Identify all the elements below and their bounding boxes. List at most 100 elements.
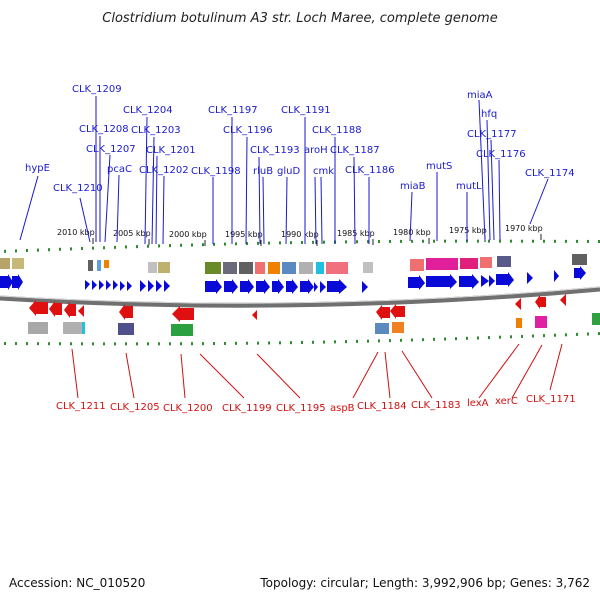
- gene-label[interactable]: CLK_1171: [526, 394, 576, 405]
- forward-gene-arrow[interactable]: [554, 270, 559, 282]
- forward-gene-arrow[interactable]: [120, 281, 125, 291]
- forward-gene-arrow[interactable]: [106, 280, 111, 290]
- gene-label[interactable]: CLK_1211: [56, 401, 106, 412]
- forward-gene-arrow[interactable]: [164, 280, 170, 292]
- forward-gene-arrow[interactable]: [85, 280, 90, 290]
- reverse-gene-arrow[interactable]: [29, 300, 48, 316]
- forward-gene-arrow[interactable]: [99, 280, 104, 290]
- gene-label[interactable]: lexA: [467, 398, 489, 409]
- feature-block[interactable]: [363, 262, 373, 273]
- feature-block[interactable]: [0, 258, 10, 269]
- feature-block[interactable]: [82, 322, 85, 334]
- feature-block[interactable]: [410, 259, 424, 271]
- gene-label[interactable]: CLK_1187: [330, 145, 380, 156]
- forward-gene-arrow[interactable]: [156, 280, 162, 292]
- gene-label[interactable]: CLK_1207: [86, 144, 136, 155]
- feature-block[interactable]: [88, 260, 93, 271]
- gene-label[interactable]: CLK_1210: [53, 183, 103, 194]
- forward-gene-arrow[interactable]: [272, 279, 284, 294]
- forward-gene-arrow[interactable]: [224, 279, 238, 294]
- feature-block[interactable]: [282, 262, 296, 274]
- feature-block[interactable]: [316, 262, 324, 274]
- feature-block[interactable]: [255, 262, 265, 274]
- gene-label[interactable]: CLK_1202: [139, 165, 189, 176]
- feature-block[interactable]: [171, 324, 193, 336]
- forward-gene-arrow[interactable]: [527, 272, 533, 284]
- gene-label[interactable]: CLK_1197: [208, 105, 258, 116]
- feature-block[interactable]: [97, 260, 101, 271]
- gene-label[interactable]: pcaC: [107, 164, 132, 175]
- feature-block[interactable]: [535, 316, 547, 328]
- forward-gene-arrow[interactable]: [300, 279, 314, 294]
- gene-label[interactable]: CLK_1208: [79, 124, 129, 135]
- gene-label[interactable]: CLK_1198: [191, 166, 241, 177]
- forward-gene-arrow[interactable]: [12, 274, 23, 290]
- forward-gene-arrow[interactable]: [240, 279, 254, 294]
- gene-label[interactable]: CLK_1186: [345, 165, 395, 176]
- feature-block[interactable]: [148, 262, 157, 273]
- forward-gene-arrow[interactable]: [408, 275, 425, 290]
- gene-label[interactable]: CLK_1203: [131, 125, 181, 136]
- reverse-gene-arrow[interactable]: [119, 304, 133, 320]
- gene-label[interactable]: CLK_1205: [110, 402, 160, 413]
- gene-label[interactable]: gluD: [277, 166, 300, 177]
- feature-block[interactable]: [12, 258, 24, 269]
- gene-label[interactable]: mutS: [426, 161, 452, 172]
- gene-label[interactable]: CLK_1204: [123, 105, 173, 116]
- gene-label[interactable]: CLK_1201: [146, 145, 196, 156]
- forward-gene-arrow[interactable]: [496, 272, 514, 287]
- reverse-gene-arrow[interactable]: [390, 304, 405, 319]
- gene-label[interactable]: hypE: [25, 163, 50, 174]
- gene-label[interactable]: rluB: [253, 166, 273, 177]
- gene-label[interactable]: mutL: [456, 181, 482, 192]
- forward-gene-arrow[interactable]: [205, 279, 222, 294]
- gene-label[interactable]: CLK_1174: [525, 168, 575, 179]
- gene-label[interactable]: CLK_1188: [312, 125, 362, 136]
- gene-label[interactable]: CLK_1191: [281, 105, 331, 116]
- forward-gene-arrow[interactable]: [481, 275, 489, 287]
- feature-block[interactable]: [497, 256, 511, 267]
- feature-block[interactable]: [299, 262, 313, 274]
- feature-block[interactable]: [392, 322, 404, 333]
- forward-gene-arrow[interactable]: [327, 279, 347, 294]
- gene-label[interactable]: CLK_1176: [476, 149, 526, 160]
- forward-gene-arrow[interactable]: [426, 274, 457, 289]
- feature-block[interactable]: [104, 260, 109, 268]
- reverse-gene-arrow[interactable]: [64, 302, 76, 318]
- reverse-gene-arrow[interactable]: [252, 310, 257, 320]
- forward-gene-arrow[interactable]: [0, 274, 13, 290]
- feature-block[interactable]: [158, 262, 170, 273]
- reverse-gene-arrow[interactable]: [560, 294, 566, 306]
- feature-block[interactable]: [223, 262, 237, 274]
- gene-label[interactable]: CLK_1184: [357, 401, 407, 412]
- gene-label[interactable]: CLK_1209: [72, 84, 122, 95]
- feature-block[interactable]: [239, 262, 253, 274]
- forward-gene-arrow[interactable]: [127, 281, 132, 291]
- feature-block[interactable]: [118, 323, 134, 335]
- gene-label[interactable]: hfq: [481, 109, 497, 120]
- feature-block[interactable]: [572, 254, 587, 265]
- gene-label[interactable]: CLK_1199: [222, 403, 272, 414]
- gene-label[interactable]: CLK_1196: [223, 125, 273, 136]
- gene-label[interactable]: CLK_1193: [250, 145, 300, 156]
- feature-block[interactable]: [516, 318, 522, 328]
- gene-label[interactable]: miaB: [400, 181, 426, 192]
- reverse-gene-arrow[interactable]: [515, 298, 521, 310]
- feature-block[interactable]: [480, 257, 492, 268]
- feature-block[interactable]: [460, 258, 478, 269]
- forward-gene-arrow[interactable]: [256, 279, 270, 294]
- gene-label[interactable]: CLK_1177: [467, 129, 517, 140]
- feature-block[interactable]: [592, 313, 600, 325]
- feature-block[interactable]: [63, 322, 83, 334]
- forward-gene-arrow[interactable]: [148, 280, 154, 292]
- forward-gene-arrow[interactable]: [314, 282, 318, 292]
- feature-block[interactable]: [375, 323, 389, 334]
- feature-block[interactable]: [326, 262, 348, 274]
- gene-label[interactable]: aroH: [304, 145, 328, 156]
- forward-gene-arrow[interactable]: [362, 281, 368, 293]
- reverse-gene-arrow[interactable]: [535, 295, 546, 309]
- gene-label[interactable]: CLK_1183: [411, 400, 461, 411]
- forward-gene-arrow[interactable]: [574, 266, 586, 280]
- forward-gene-arrow[interactable]: [92, 280, 97, 290]
- gene-label[interactable]: CLK_1200: [163, 403, 213, 414]
